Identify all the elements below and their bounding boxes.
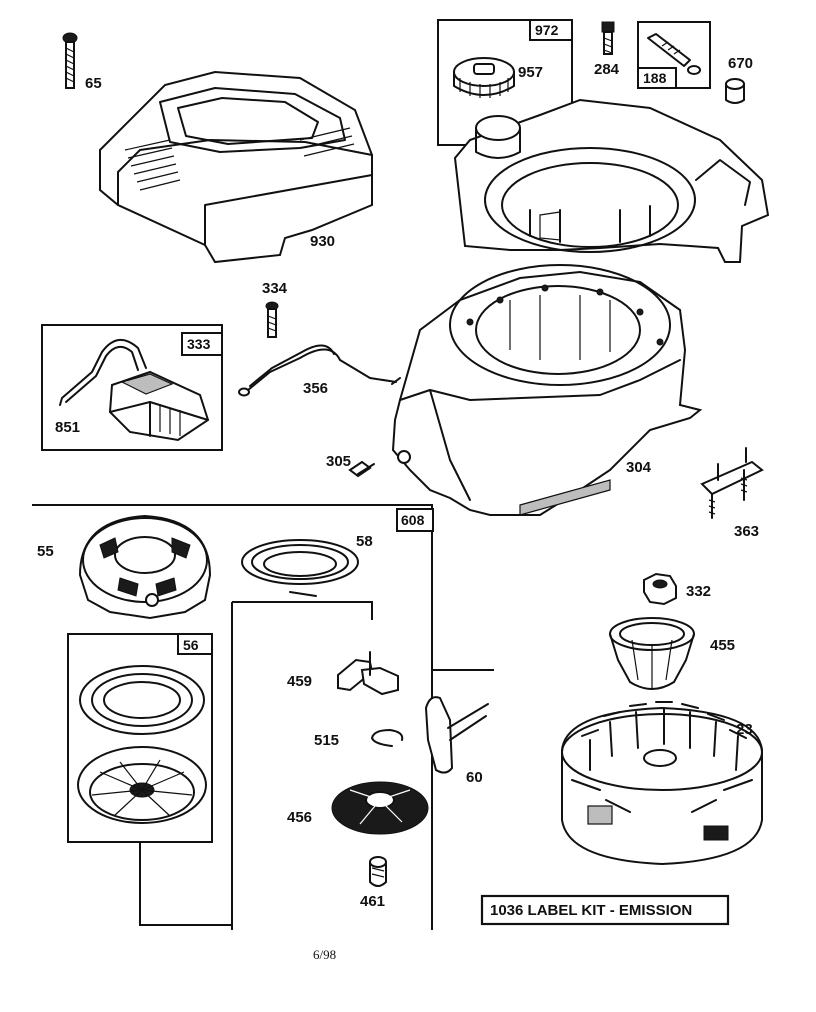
label-60: 60 — [466, 769, 483, 786]
footer-date: 6/98 — [313, 947, 336, 962]
label-461: 461 — [360, 893, 385, 910]
part-930-engine-cover — [99, 70, 373, 264]
box-56 — [67, 633, 213, 843]
part-459-pawl — [337, 651, 399, 696]
label-356: 356 — [303, 380, 328, 397]
part-363-terminal-bracket — [700, 447, 764, 519]
label-972: 972 — [535, 22, 559, 38]
part-60-handle — [424, 696, 489, 774]
label-456: 456 — [287, 809, 312, 826]
label-kit-text: 1036 LABEL KIT - EMISSION — [490, 902, 692, 919]
box-56-connector — [139, 842, 232, 926]
label-65: 65 — [85, 75, 102, 92]
label-kit-box — [480, 894, 730, 926]
part-957-oil-cap — [453, 57, 515, 98]
label-305: 305 — [326, 453, 351, 470]
label-930: 930 — [310, 233, 335, 250]
label-188: 188 — [643, 70, 667, 86]
part-333-ignition-module — [59, 339, 210, 442]
label-284: 284 — [594, 61, 620, 78]
part-356-ground-wire — [238, 344, 401, 397]
part-332-nut — [643, 572, 677, 606]
part-515-retainer — [371, 729, 404, 747]
part-23-flywheel — [561, 701, 763, 866]
part-461-screw — [369, 856, 387, 887]
label-363: 363 — [734, 523, 759, 540]
part-305-screw — [348, 460, 375, 478]
part-456-ratchet — [331, 781, 429, 835]
part-55-starter-housing — [78, 514, 212, 620]
label-55: 55 — [37, 543, 54, 560]
label-334: 334 — [262, 280, 288, 297]
label-304: 304 — [626, 459, 652, 476]
label-455: 455 — [710, 637, 735, 654]
label-58: 58 — [356, 533, 373, 550]
label-851: 851 — [55, 419, 80, 436]
part-304-blower-housing — [391, 264, 703, 516]
label-515: 515 — [314, 732, 339, 749]
label-332: 332 — [686, 583, 711, 600]
box-188 — [637, 21, 711, 89]
part-65-screw — [62, 32, 78, 89]
part-670-bushing — [725, 78, 745, 104]
label-333: 333 — [187, 336, 211, 352]
part-455-cup — [609, 617, 695, 690]
part-284-bolt — [601, 21, 615, 55]
part-blower-housing-upper — [453, 98, 770, 263]
label-670: 670 — [728, 55, 753, 72]
label-23: 23 — [736, 721, 753, 738]
label-608: 608 — [401, 512, 425, 528]
part-334-screw — [265, 301, 279, 338]
part-58-spring — [241, 539, 359, 597]
label-56: 56 — [183, 637, 199, 653]
label-957: 957 — [518, 64, 543, 81]
box-333 — [41, 324, 223, 451]
label-459: 459 — [287, 673, 312, 690]
